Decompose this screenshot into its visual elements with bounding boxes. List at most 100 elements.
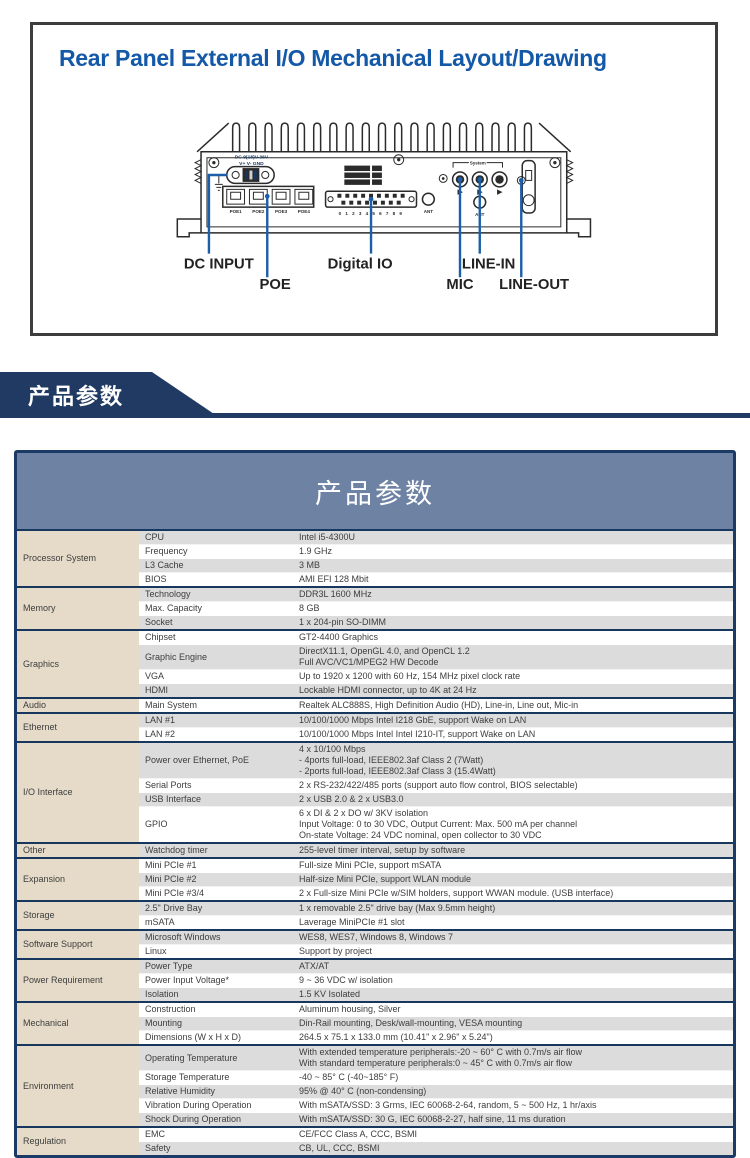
spec-value-cell: Realtek ALC888S, High Definition Audio (… (293, 697, 733, 713)
side-serration-right (567, 160, 573, 184)
rear-panel-drawing-box: Rear Panel External I/O Mechanical Layou… (30, 22, 718, 336)
spec-property-cell: LAN #2 (139, 727, 293, 742)
spec-property-cell: CPU (139, 529, 293, 545)
spec-property-cell: Watchdog timer (139, 842, 293, 858)
spec-value-cell: 3 MB (293, 558, 733, 573)
spec-category-cell: Expansion (17, 857, 139, 901)
spec-property-cell: LAN #1 (139, 712, 293, 728)
spec-property-cell: Chipset (139, 629, 293, 645)
spec-property-cell: Mini PCIe #3/4 (139, 886, 293, 901)
spec-value-cell: With mSATA/SSD: 3 Grms, IEC 60068-2-64, … (293, 1098, 733, 1113)
section-banner-label: 产品参数 (28, 384, 125, 409)
spec-property-cell: mSATA (139, 915, 293, 930)
dio-pin-table (344, 165, 382, 185)
spec-property-cell: Vibration During Operation (139, 1098, 293, 1113)
spec-value-cell: Lockable HDMI connector, up to 4K at 24 … (293, 683, 733, 698)
spec-category-cell: Audio (17, 697, 139, 713)
line-out-glyph-icon (497, 189, 503, 195)
spec-value-cell: WES8, WES7, Windows 8, Windows 7 (293, 929, 733, 945)
spec-property-cell: VGA (139, 669, 293, 684)
spec-property-cell: Isolation (139, 987, 293, 1002)
mounting-ear-left (177, 219, 201, 237)
spec-value-cell: Full-size Mini PCIe, support mSATA (293, 857, 733, 873)
dc-pinout-text: V+ V- GND (239, 161, 264, 167)
spec-value-cell: Aluminum housing, Silver (293, 1001, 733, 1017)
poe4-label: POE4 (298, 209, 311, 214)
spec-property-cell: Relative Humidity (139, 1084, 293, 1099)
drawing-title: Rear Panel External I/O Mechanical Layou… (59, 45, 607, 71)
leader-lines (209, 175, 524, 277)
spec-property-cell: Power Input Voltage* (139, 973, 293, 988)
spec-property-cell: Operating Temperature (139, 1044, 293, 1071)
spec-value-cell: 6 x DI & 2 x DO w/ 3KV isolation Input V… (293, 806, 733, 843)
ant1-label: ANT (424, 209, 434, 214)
spec-property-cell: Mounting (139, 1016, 293, 1031)
spec-property-cell: L3 Cache (139, 558, 293, 573)
spec-property-cell: Storage Temperature (139, 1070, 293, 1085)
spec-value-cell: AMI EFI 128 Mbit (293, 572, 733, 587)
spec-row: Storage Temperature-40 ~ 85° C (-40~185°… (17, 1070, 733, 1085)
spec-value-cell: With mSATA/SSD: 30 G, IEC 60068-2-27, ha… (293, 1112, 733, 1127)
label-mic: MIC (446, 277, 473, 293)
spec-value-cell: 2 x Full-size Mini PCIe w/SIM holders, s… (293, 886, 733, 901)
spec-row: Power Input Voltage*9 ~ 36 VDC w/ isolat… (17, 973, 733, 988)
spec-property-cell: Serial Ports (139, 778, 293, 793)
spec-property-cell: Shock During Operation (139, 1112, 293, 1127)
spec-value-cell: With extended temperature peripherals:-2… (293, 1044, 733, 1071)
spec-value-cell: 95% @ 40° C (non-condensing) (293, 1084, 733, 1099)
spec-value-cell: 1.5 KV Isolated (293, 987, 733, 1002)
mounting-ear-right (567, 219, 591, 237)
spec-value-cell: 10/100/1000 Mbps Intel Intel I210-IT, su… (293, 727, 733, 742)
spec-value-cell: Up to 1920 x 1200 with 60 Hz, 154 MHz pi… (293, 669, 733, 684)
poe3-label: POE3 (275, 209, 288, 214)
rear-panel-drawing: DC 9(18)V-36V V+ V- GND POE1 POE2 POE3 P… (33, 122, 715, 293)
spec-property-cell: 2.5" Drive Bay (139, 900, 293, 916)
label-digital-io: Digital IO (328, 256, 393, 272)
spec-property-cell: GPIO (139, 806, 293, 843)
label-line-out: LINE-OUT (499, 277, 569, 293)
spec-category-cell: Storage (17, 900, 139, 930)
spec-property-cell: Frequency (139, 544, 293, 559)
spec-category-cell: Power Requirement (17, 958, 139, 1002)
section-divider-bar (0, 413, 750, 418)
spec-value-cell: 1.9 GHz (293, 544, 733, 559)
spec-value-cell: GT2-4400 Graphics (293, 629, 733, 645)
spec-category-cell: Ethernet (17, 712, 139, 742)
spec-category-cell: Regulation (17, 1126, 139, 1155)
spec-row: Dimensions (W x H x D)264.5 x 75.1 x 133… (17, 1030, 733, 1045)
heatsink-fins (231, 122, 533, 153)
spec-value-cell: CE/FCC Class A, CCC, BSMI (293, 1126, 733, 1142)
spec-value-cell: 9 ~ 36 VDC w/ isolation (293, 973, 733, 988)
spec-value-cell: 8 GB (293, 601, 733, 616)
rear-panel-face (201, 152, 567, 233)
side-serration-left (195, 160, 201, 184)
spec-property-cell: HDMI (139, 683, 293, 698)
spec-property-cell: Main System (139, 697, 293, 713)
spec-value-cell: 264.5 x 75.1 x 133.0 mm (10.41" x 2.96" … (293, 1030, 733, 1045)
spec-property-cell: Construction (139, 1001, 293, 1017)
spec-value-cell: Laverage MiniPCIe #1 slot (293, 915, 733, 930)
spec-value-cell: 4 x 10/100 Mbps - 4ports full-load, IEEE… (293, 741, 733, 779)
